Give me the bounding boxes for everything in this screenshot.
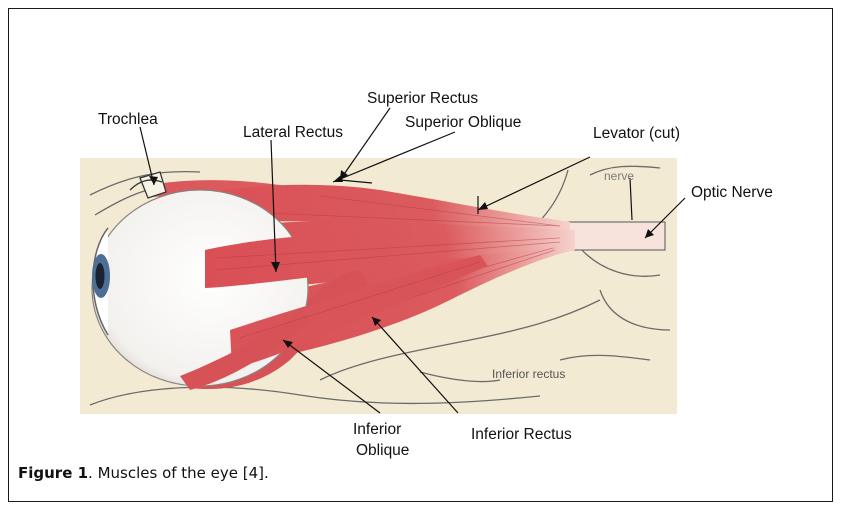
label-optic-nerve: Optic Nerve <box>691 184 773 201</box>
label-inferior-rectus: Inferior Rectus <box>471 426 572 443</box>
figure-caption: Figure 1. Muscles of the eye [4]. <box>18 464 269 482</box>
caption-text: . Muscles of the eye [4]. <box>88 464 269 482</box>
label-levator: Levator (cut) <box>593 125 680 142</box>
label-superior-oblique: Superior Oblique <box>405 114 521 131</box>
label-inferior-rectus-faint: Inferior rectus <box>492 367 565 381</box>
iris-icon <box>92 254 110 298</box>
eyeball <box>92 190 308 386</box>
label-lateral-rectus: Lateral Rectus <box>243 124 343 141</box>
label-inferior-oblique-line1: Inferior <box>353 421 401 438</box>
label-superior-rectus: Superior Rectus <box>367 90 478 107</box>
label-inferior-oblique-line2: Oblique <box>356 442 409 459</box>
label-trochlea: Trochlea <box>98 111 158 128</box>
label-nerve-faint: nerve <box>604 169 634 183</box>
figure-number: Figure 1 <box>18 464 88 482</box>
